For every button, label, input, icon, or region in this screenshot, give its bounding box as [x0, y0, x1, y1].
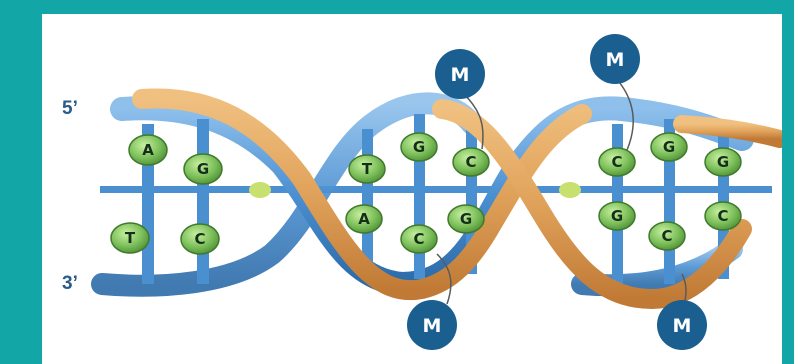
- axis-node: [249, 182, 271, 198]
- base-letter: C: [194, 230, 205, 248]
- base-letter: G: [611, 207, 623, 225]
- methyl-group-bottom-2: M: [657, 300, 707, 350]
- diagram-panel: 5’ 3’ A G T G C C G G T C A: [42, 14, 782, 364]
- helix-axis: [100, 186, 772, 193]
- base-top-3: T: [348, 154, 386, 184]
- base-bottom-3: A: [345, 204, 383, 234]
- base-top-2: G: [183, 153, 223, 185]
- methyl-letter: M: [423, 315, 442, 337]
- base-letter: C: [413, 230, 424, 248]
- backbone-strand-front-2: [432, 99, 752, 310]
- base-letter: T: [125, 229, 136, 247]
- base-letter: G: [197, 160, 209, 178]
- base-letter: C: [611, 153, 622, 171]
- base-bottom-7: C: [648, 221, 686, 251]
- base-letter: C: [661, 227, 672, 245]
- base-letter: G: [717, 153, 729, 171]
- backbone-strand-back: [110, 96, 754, 297]
- backbone-strand-front-tail: [673, 115, 782, 148]
- base-letter: C: [717, 207, 728, 225]
- base-letter: A: [358, 210, 370, 228]
- five-prime-label: 5’: [62, 98, 78, 119]
- base-top-4: G: [400, 132, 438, 162]
- base-bottom-6: G: [598, 201, 636, 231]
- base-letter: G: [413, 138, 425, 156]
- base-letter: A: [142, 141, 154, 159]
- methyl-letter: M: [673, 315, 692, 337]
- methyl-letter: M: [606, 49, 625, 71]
- base-letter: G: [663, 138, 675, 156]
- base-top-8: G: [704, 147, 742, 177]
- three-prime-label: 3’: [62, 273, 78, 294]
- base-letter: C: [465, 153, 476, 171]
- base-bottom-8: C: [704, 201, 742, 231]
- base-bottom-4: C: [400, 224, 438, 254]
- base-bottom-1: T: [110, 222, 150, 254]
- base-letter: T: [362, 160, 373, 178]
- methyl-group-bottom-1: M: [407, 300, 457, 350]
- base-bottom-5: G: [447, 204, 485, 234]
- base-top-5: C: [452, 147, 490, 177]
- dna-helix-diagram: 5’ 3’ A G T G C C G G T C A: [62, 34, 782, 350]
- base-top-7: G: [650, 132, 688, 162]
- base-letter: G: [460, 210, 472, 228]
- base-top-1: A: [128, 134, 168, 166]
- methyl-letter: M: [451, 64, 470, 86]
- base-bottom-2: C: [180, 223, 220, 255]
- methyl-group-top-1: M: [435, 49, 485, 99]
- methyl-group-top-2: M: [590, 34, 640, 84]
- axis-node: [559, 182, 581, 198]
- base-top-6: C: [598, 147, 636, 177]
